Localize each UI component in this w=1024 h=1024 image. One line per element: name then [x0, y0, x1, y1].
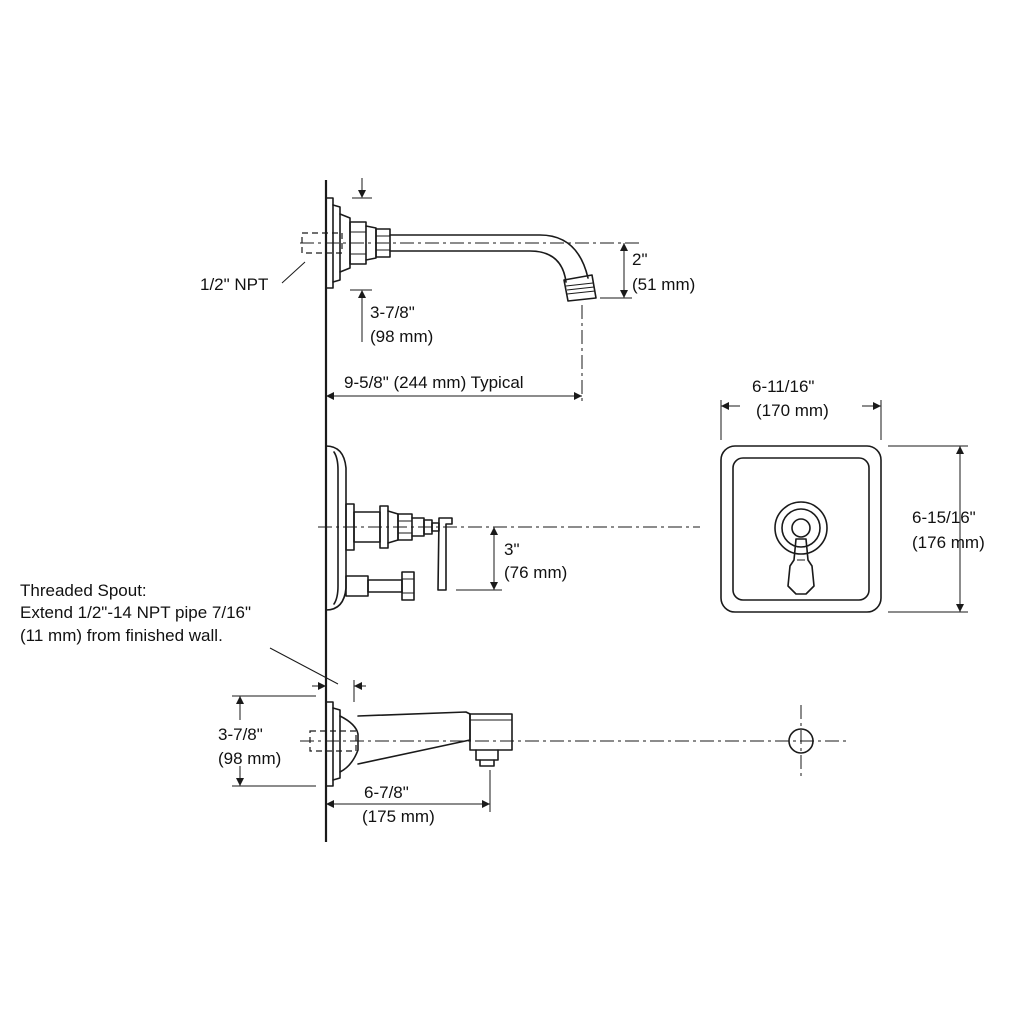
arm-height-mm-label: (98 mm) — [370, 327, 433, 346]
threaded-spout-leader — [269, 647, 366, 702]
tub-spout-side-view — [300, 701, 848, 787]
plate-height-mm-label: (176 mm) — [912, 533, 985, 552]
spout-reach-label: 6-7/8" — [364, 783, 409, 802]
shower-arm-side-view — [300, 197, 640, 302]
plate-width-mm-label: (170 mm) — [756, 401, 829, 420]
npt-leader-line — [281, 261, 306, 284]
spout-height-mm-label: (98 mm) — [218, 749, 281, 768]
arm-drop-mm-label: (51 mm) — [632, 275, 695, 294]
arm-drop-dimension — [600, 243, 632, 299]
arm-reach-dimension — [326, 305, 583, 405]
spout-front-view — [788, 705, 814, 778]
plate-width-dimension — [720, 400, 882, 440]
spout-height-label: 3-7/8" — [218, 725, 263, 744]
plate-height-dimension — [888, 445, 968, 613]
valve-drop-dimension — [456, 527, 502, 591]
arm-reach-label: 9-5/8" (244 mm) Typical — [344, 373, 524, 392]
plate-height-label: 6-15/16" — [912, 508, 976, 527]
plate-width-label: 6-11/16" — [752, 377, 814, 396]
arm-drop-label: 2" — [632, 250, 648, 269]
spout-note-line-1: Threaded Spout: — [20, 581, 147, 600]
valve-side-view — [318, 445, 700, 611]
spout-note-line-3: (11 mm) from finished wall. — [20, 626, 223, 645]
trim-plate-front-view — [720, 445, 882, 613]
valve-drop-label: 3" — [504, 540, 520, 559]
npt-label: 1/2" NPT — [200, 275, 268, 294]
spout-reach-dimension — [326, 770, 491, 812]
arm-height-dimension — [350, 178, 372, 342]
valve-drop-mm-label: (76 mm) — [504, 563, 567, 582]
arm-height-label: 3-7/8" — [370, 303, 415, 322]
spout-reach-mm-label: (175 mm) — [362, 807, 435, 826]
spout-height-dimension — [232, 695, 316, 787]
spout-note-line-2: Extend 1/2"-14 NPT pipe 7/16" — [20, 603, 251, 622]
